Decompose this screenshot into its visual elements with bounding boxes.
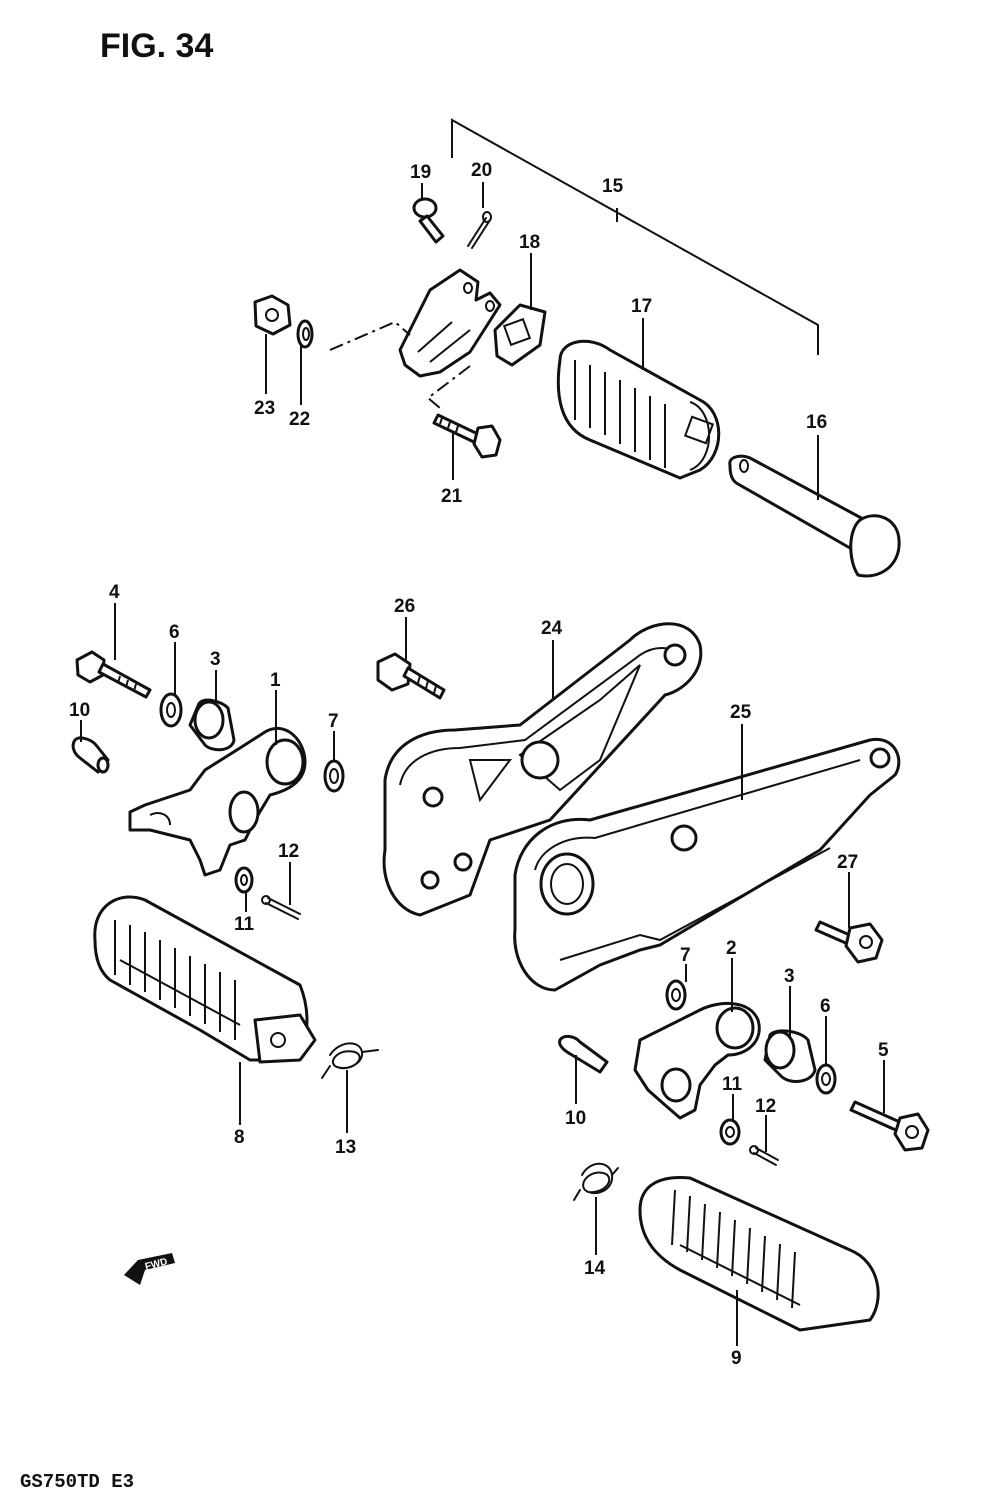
callout-15: 15 [602,176,624,197]
callout-11-right: 11 [722,1074,743,1095]
part-6-washer-left [159,692,183,728]
part-11-washer-right [719,1118,741,1146]
part-8-footrest-left [93,895,317,1064]
part-26-bolt [376,652,446,700]
part-3-bushing-left [188,698,236,752]
figure-title: FIG. 34 [100,27,213,65]
callout-11-left: 11 [234,914,255,935]
callout-7-right: 7 [680,945,691,966]
part-5-bolt [849,1100,930,1152]
callout-25: 25 [730,702,752,723]
part-27-bolt [814,920,884,964]
callout-7-left: 7 [328,711,339,732]
callout-3-left: 3 [210,649,221,670]
callout-16: 16 [806,412,827,433]
callout-20: 20 [471,160,492,181]
part-10-pin-left [71,736,110,774]
part-11-washer-left [234,866,254,894]
part-6-washer-right [815,1063,837,1095]
callout-12-right: 12 [755,1096,776,1117]
part-14-spring [573,1162,619,1201]
callout-12-left: 12 [278,841,299,862]
callout-27: 27 [837,852,858,873]
callout-10-left: 10 [69,700,90,721]
callout-2: 2 [726,938,737,959]
part-13-spring [321,1042,379,1079]
callout-17: 17 [631,296,652,317]
part-12-cotter-pin-right [749,1145,779,1166]
callout-9: 9 [731,1348,742,1369]
callout-18: 18 [519,232,540,253]
callout-24: 24 [541,618,563,639]
part-9-footrest-right [638,1175,880,1332]
part-20-cotter-pin [467,211,492,249]
fwd-arrow-icon: FWD [124,1253,175,1285]
callout-6-left: 6 [169,622,180,643]
part-7-washer-left [323,759,345,793]
callout-labels: 19 20 15 18 17 16 23 22 21 26 24 25 27 4… [69,160,889,1369]
callout-4: 4 [109,582,120,603]
part-16-pin [728,454,901,578]
callout-22: 22 [289,409,310,430]
callout-19: 19 [410,162,431,183]
callout-10-right: 10 [565,1108,586,1129]
part-3-bushing-right [763,1029,817,1083]
part-17-footrest-rubber [556,339,721,480]
part-18-gasket [493,303,547,367]
part-25-bracket [513,737,901,992]
part-21-bolt [432,413,502,459]
callout-5: 5 [878,1040,889,1061]
callout-3-right: 3 [784,966,795,987]
callout-23: 23 [254,398,275,419]
leader-lines [80,182,885,1346]
part-24-bracket [382,622,703,917]
part-15-bracket [329,268,502,409]
part-22-washer [296,319,314,349]
part-10-pin-right [558,1034,609,1074]
part-7-washer-right [665,979,687,1011]
callout-8: 8 [234,1127,245,1148]
callout-13: 13 [335,1137,356,1158]
callout-6-right: 6 [820,996,831,1017]
part-12-cotter-pin-left [261,895,301,920]
callout-21: 21 [441,486,463,507]
model-code: GS750TD E3 [20,1471,134,1493]
part-19-clevis-pin [412,197,445,244]
part-4-bolt [75,650,152,699]
part-23-nut [253,294,292,336]
part-1-footrest-arm [128,726,307,877]
callout-1: 1 [270,670,281,691]
callout-14: 14 [584,1258,606,1279]
assembly-15-bracket [451,118,819,355]
callout-26: 26 [394,596,415,617]
part-2-footrest-arm [633,1001,761,1120]
